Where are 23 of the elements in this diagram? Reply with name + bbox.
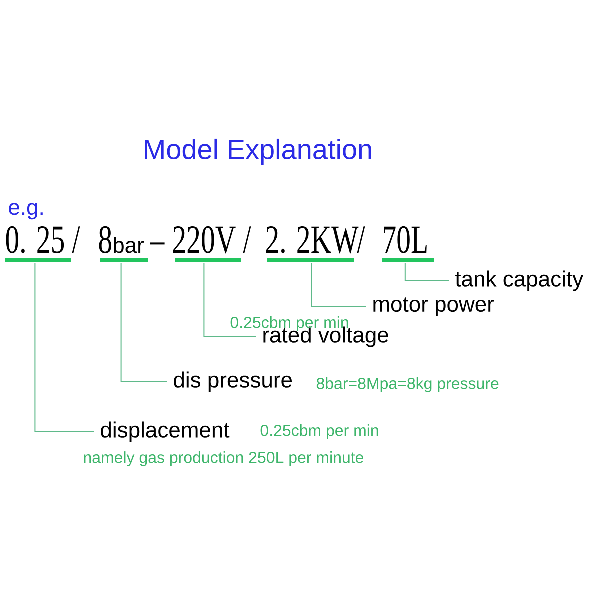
model-segment: 0. 25: [5, 226, 71, 262]
note: 8bar=8Mpa=8kg pressure: [316, 378, 499, 392]
separator: /: [357, 226, 366, 254]
model-segment: 220V: [173, 226, 241, 262]
description-label: motor power: [374, 298, 494, 316]
leader-line: [404, 262, 450, 282]
description-label: tank capacity: [456, 270, 584, 292]
note: namely gas production 250L per minute: [84, 452, 364, 466]
leader-line: [34, 262, 94, 432]
separator: /: [72, 226, 80, 254]
model-segment: 70L: [382, 226, 434, 262]
example-label: e.g.: [9, 203, 43, 220]
model-segment: 2. 2KW: [266, 226, 359, 262]
model-segment: 8bar: [99, 226, 148, 262]
title: Model Explanation: [145, 138, 372, 166]
leader-line: [120, 262, 168, 382]
separator: –: [150, 242, 165, 245]
separator: /: [243, 226, 252, 254]
leader-line: [204, 262, 256, 338]
leader-line: [312, 262, 366, 308]
note: 0.25cbm per min: [260, 424, 378, 440]
description-label: displacement: [101, 422, 230, 442]
description-label: dis pressure: [174, 372, 292, 392]
